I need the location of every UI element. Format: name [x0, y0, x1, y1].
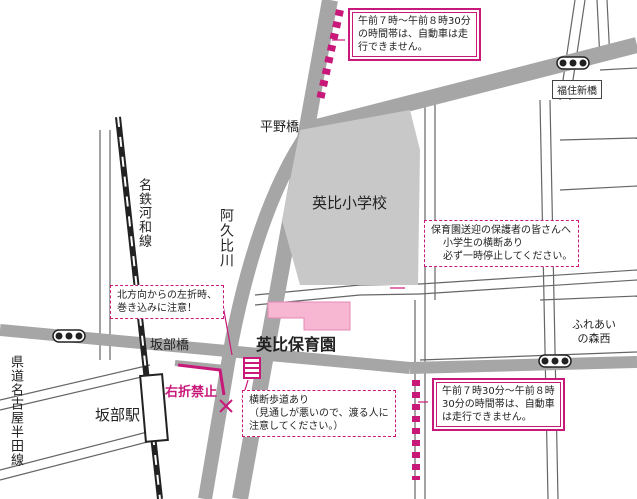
note-line: 巻き込みに注意！: [117, 303, 197, 314]
note-line: の時間帯は、自動車は走: [358, 29, 468, 40]
right-restriction-note: 午前７時30分～午前８時 30分の時間帯は、自動車 は走行できません。: [432, 378, 565, 431]
restriction-zones: [316, 9, 420, 480]
school-label: 英比小学校: [312, 194, 388, 212]
note-line: 行できません。: [358, 42, 428, 53]
traffic-signal-icon: [538, 354, 572, 368]
no-right-turn-label: 右折禁止: [165, 385, 218, 400]
arrow-icon: [177, 363, 226, 396]
top-restriction-note: 午前７時～午前８時30分 の時間帯は、自動車は走 行できません。: [348, 8, 481, 61]
station-label: 坂部駅: [95, 406, 141, 424]
bridge-sakabe-label: 坂部橋: [150, 338, 190, 353]
note-line: 保育園送迎の保護者の皆さんへ: [431, 225, 571, 236]
traffic-signal-icon: [52, 329, 86, 343]
crosswalk-note: 横断歩道あり （見通しが悪いので、渡る人に 注意してください。）: [242, 390, 396, 437]
note-line: 注意してください。）: [249, 421, 344, 432]
crosswalk-icon: [243, 357, 261, 379]
station-platform: [139, 373, 169, 443]
note-line: 午前７時～午前８時30分: [358, 16, 471, 27]
note-line: 午前７時30分～午前８時: [442, 386, 555, 397]
traffic-signal-icon: [556, 56, 590, 70]
note-line: 北方向からの左折時、: [117, 290, 217, 301]
note-line: 必ず一時停止してください。: [443, 251, 573, 262]
left-turn-note: 北方向からの左折時、 巻き込みに注意！: [110, 285, 224, 319]
note-line: （見通しが悪いので、渡る人に: [249, 408, 389, 419]
route-label: 県道名古屋半田線: [8, 355, 23, 467]
bridge-fukuzumi-label: 福住新橋: [552, 80, 602, 99]
no-entry-cross-icon: [219, 399, 233, 413]
school-grounds: [282, 110, 420, 285]
bridge-hirano-label: 平野橋: [260, 120, 300, 135]
note-line: 小学生の横断あり: [443, 238, 523, 249]
guardian-stop-note: 保育園送迎の保護者の皆さんへ 小学生の横断あり 必ず一時停止してください。: [424, 220, 580, 267]
park-label: ふれあい の森西: [572, 318, 616, 346]
nursery-building: [267, 301, 351, 331]
railway-label: 名鉄河和線: [136, 178, 151, 248]
nursery-label: 英比保育園: [256, 335, 337, 354]
note-line: 30分の時間帯は、自動車: [442, 399, 555, 410]
note-line: 横断歩道あり: [249, 395, 309, 406]
note-line: は走行できません。: [442, 412, 532, 423]
river-label: 阿久比川: [218, 208, 234, 268]
